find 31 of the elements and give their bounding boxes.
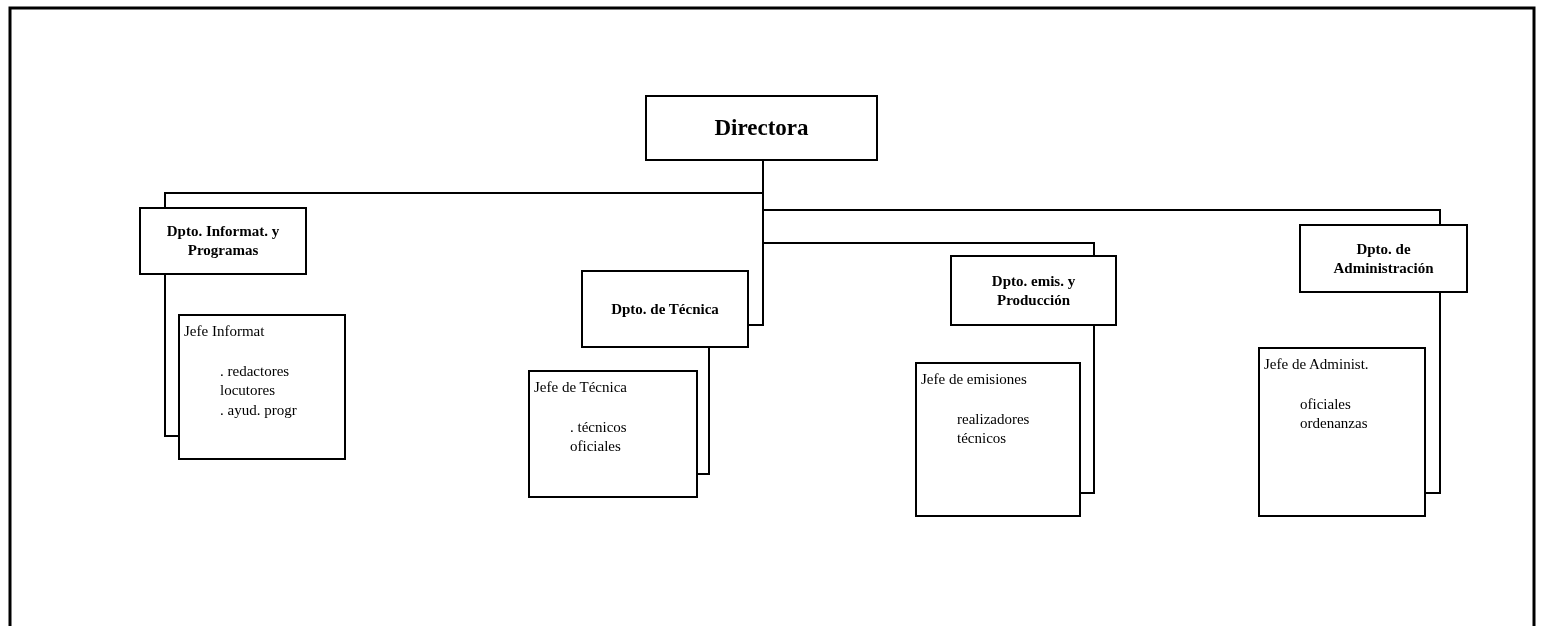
- role-title: Jefe de Administ.: [1264, 355, 1369, 374]
- department-box: [1299, 224, 1468, 293]
- staff-item: . técnicos: [570, 417, 627, 437]
- department-box: [581, 270, 749, 348]
- staff-item: oficiales: [1300, 394, 1351, 414]
- staff-item: . redactores: [220, 361, 290, 381]
- staff-item: ordenanzas: [1300, 414, 1368, 433]
- department-title: Dpto. de Técnica: [611, 299, 719, 319]
- connector-line: [697, 347, 710, 475]
- department-title: Dpto. emis. y Producción: [990, 271, 1077, 310]
- staff-box: [1258, 347, 1426, 517]
- department-title: Directora: [714, 113, 809, 142]
- role-title: Jefe Informat: [184, 322, 265, 341]
- department-box: [950, 255, 1117, 326]
- department-title: Dpto. Informat. y Programas: [165, 222, 281, 260]
- staff-box: [528, 370, 698, 498]
- staff-box: [915, 362, 1081, 517]
- staff-item: locutores: [220, 381, 275, 400]
- role-title: Jefe de Técnica: [534, 378, 627, 397]
- department-title: Dpto. de Administración: [1332, 239, 1435, 278]
- connector-line: [164, 274, 179, 437]
- department-box: [645, 95, 878, 161]
- staff-box: [178, 314, 346, 460]
- connector-line: [1080, 325, 1095, 494]
- staff-item: realizadores: [957, 409, 1030, 429]
- role-title: Jefe de emisiones: [921, 370, 1027, 389]
- department-box: [139, 207, 307, 275]
- staff-item: técnicos: [957, 429, 1007, 448]
- connector-line: [1425, 292, 1441, 494]
- staff-item: . ayud. progr: [220, 400, 297, 420]
- staff-item: oficiales: [570, 437, 621, 456]
